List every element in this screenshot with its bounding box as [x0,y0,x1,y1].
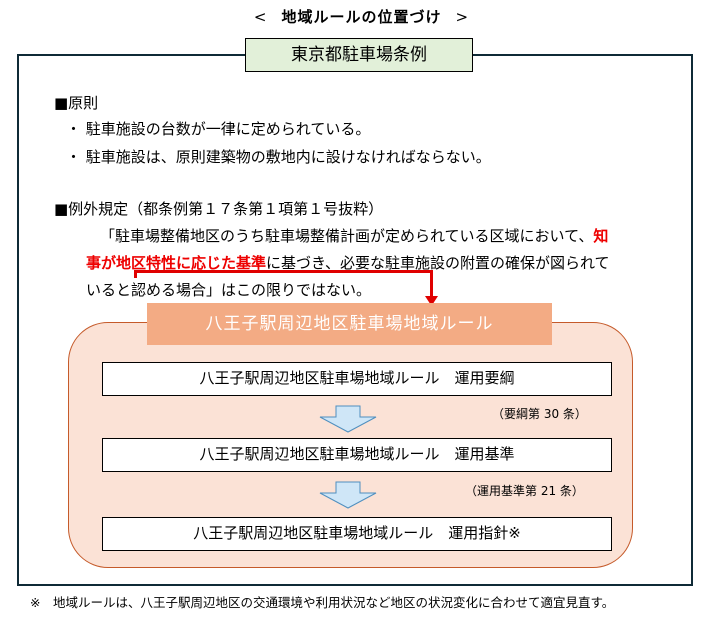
quote-emphasis: 知 [593,227,609,245]
quote-line-3: いると認める場合」はこの限りではない。 [86,281,372,299]
connector-line [134,270,433,273]
rule-box-policy: 八王子駅周辺地区駐車場地域ルール 運用指針※ [102,517,612,551]
quote-emphasis: 事が地区特性に応じた基準 [86,254,267,272]
quote-line-1: 「駐車場整備地区のうち駐車場整備計画が定められている区域において、知 [100,223,608,250]
flow-arrow-icon [319,405,377,433]
diagram-title: < 地域ルールの位置づけ > [0,6,723,27]
quote-line-2: 事が地区特性に応じた基準に基づき、必要な駐車施設の附置の確保が図られて [86,250,610,277]
quote-text: に基づき、必要な駐車施設の附置の確保が図られて [266,254,610,272]
ref-article-21: （運用基準第 21 条） [465,484,584,498]
principle-bullet-2: ・ 駐車施設は、原則建築物の敷地内に設けなければならない。 [66,148,491,166]
rule-box-standards: 八王子駅周辺地区駐車場地域ルール 運用基準 [102,438,612,472]
title-text: 地域ルールの位置づけ [281,8,442,26]
ref-article-30: （要綱第 30 条） [492,407,587,421]
arrow-down-icon [425,296,438,306]
connector-line [430,270,433,303]
left-bracket: < [253,8,268,26]
flow-arrow-icon [319,481,377,509]
quote-text: 「駐車場整備地区のうち駐車場整備計画が定められている区域において、 [100,227,594,245]
rule-box-guidelines: 八王子駅周辺地区駐車場地域ルール 運用要綱 [102,362,612,396]
right-bracket: > [455,8,470,26]
footnote: ※ 地域ルールは、八王子駅周辺地区の交通環境や利用状況など地区の状況変化に合わせ… [30,595,615,610]
connector-line [134,270,137,278]
principle-heading: ■原則 [54,94,99,112]
local-rule-header: 八王子駅周辺地区駐車場地域ルール [147,303,552,345]
ordinance-label: 東京都駐車場条例 [245,38,473,72]
principle-bullet-1: ・ 駐車施設の台数が一律に定められている。 [66,120,371,138]
exception-heading: ■例外規定（都条例第１７条第１項第１号抜粋） [54,200,384,218]
